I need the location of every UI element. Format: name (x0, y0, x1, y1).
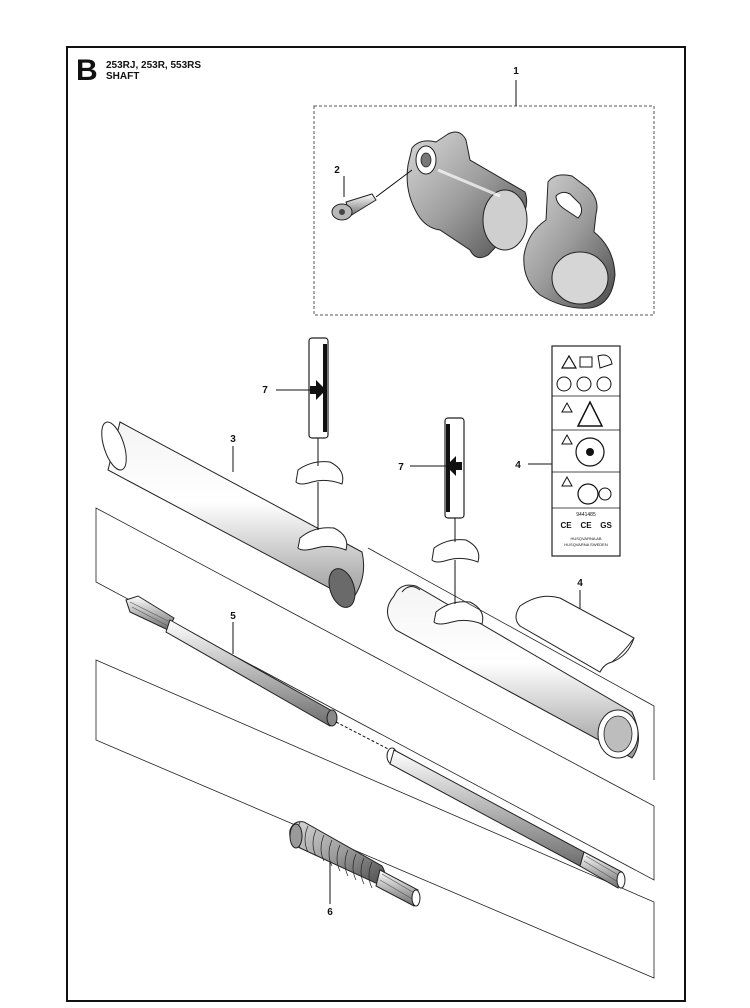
part-7-clamp-upper (295, 461, 348, 551)
part-3-shaft-tube (101, 421, 639, 759)
part-7-clamp-lower (431, 539, 484, 625)
callout-7-upper: 7 (262, 385, 268, 396)
part-1-coupling-sleeve (406, 131, 616, 309)
callout-4-sticker: 4 (515, 460, 521, 471)
sticker-mark-2: CE (580, 521, 592, 530)
manual-book-icon (579, 356, 593, 368)
callout-3: 3 (230, 434, 236, 445)
part-7-arrow-label-lower (410, 417, 465, 542)
arrow-right-icon (310, 380, 326, 400)
callout-2: 2 (334, 165, 340, 176)
guide-outline-lower (95, 659, 655, 979)
guide-outline-shaft (95, 507, 655, 881)
model-numbers: 253RJ, 253R, 553RS (106, 60, 202, 71)
part-7-arrow-label-upper (276, 337, 329, 466)
arrow-left-icon (446, 456, 462, 476)
guide-outline-tube (367, 547, 655, 780)
callout-1: 1 (513, 66, 519, 77)
sticker-code: 9441485 (576, 512, 596, 518)
part-4-warning-sticker: 9441485 CE CE GS HUSQVARNA AB HUSQVARNA … (551, 345, 621, 557)
sticker-maker-line1: HUSQVARNA AB (570, 536, 601, 541)
sticker-maker-line2: HUSQVARNA SWEDEN (564, 542, 608, 547)
sticker-mark-3: GS (600, 521, 612, 530)
part-6-liner-spring (289, 821, 421, 907)
part-2-screw (331, 169, 413, 221)
callout-7-lower: 7 (398, 462, 404, 473)
eye-protection-icon (576, 376, 592, 392)
section-letter: B (76, 54, 98, 87)
callout-4-cover: 4 (577, 578, 583, 589)
diagram-frame (66, 46, 686, 1002)
part-1-group-box (313, 105, 655, 316)
ear-protection-icon (556, 376, 572, 392)
glove-icon (596, 376, 612, 392)
part-4-cover-sheet (515, 595, 635, 673)
warning-triangle-icon (560, 354, 578, 369)
callout-5: 5 (230, 611, 236, 622)
part-5-drive-shaft (125, 595, 626, 889)
callout-6: 6 (327, 907, 333, 918)
page-title: SHAFT (106, 71, 140, 82)
sticker-mark-1: CE (560, 521, 572, 530)
